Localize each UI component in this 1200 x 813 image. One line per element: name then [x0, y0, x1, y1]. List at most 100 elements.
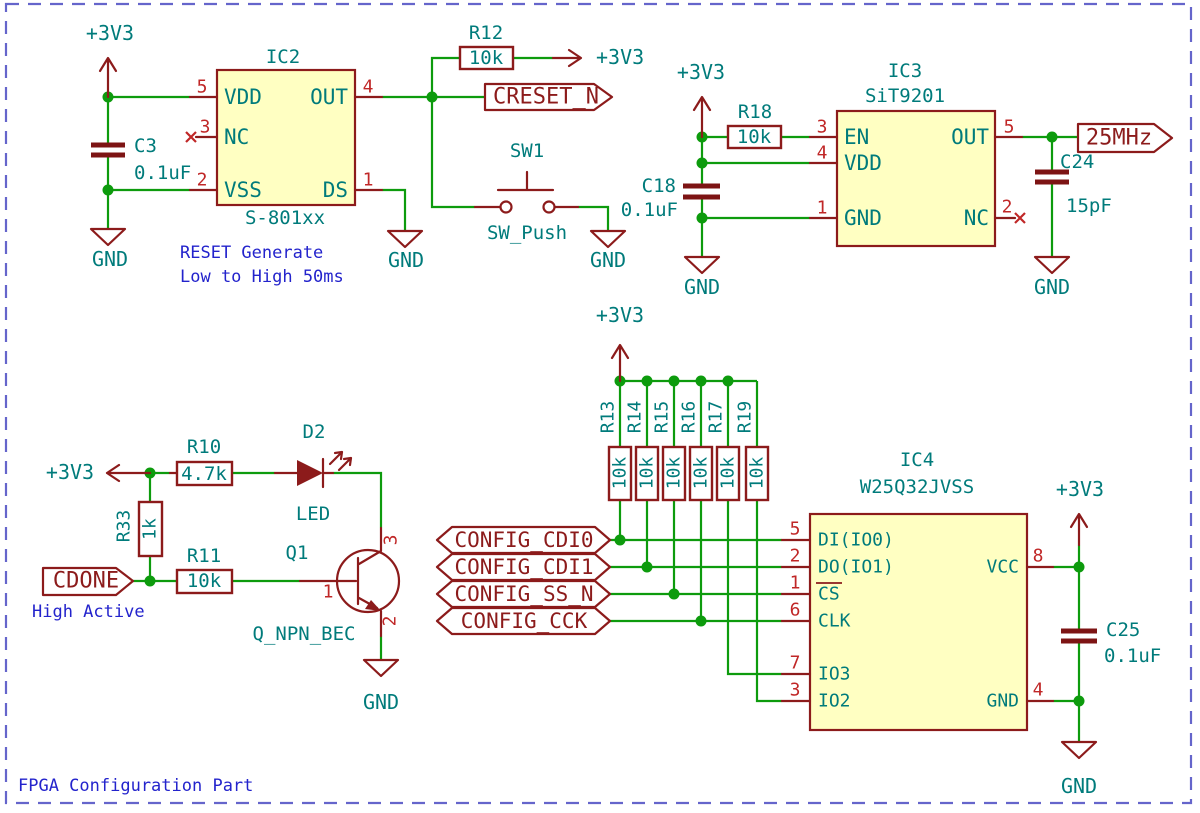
power-label: +3V3 — [86, 21, 134, 45]
resistor-r14[interactable]: R14 10k — [625, 401, 660, 502]
net-label-text: 25MHz — [1086, 126, 1152, 151]
gnd-label: GND — [388, 248, 424, 272]
pin-name: IO3 — [818, 664, 851, 685]
component-value: 0.1uF — [1104, 645, 1161, 667]
wire — [726, 500, 782, 676]
power-label: +3V3 — [46, 460, 94, 484]
power-flag-3v3[interactable]: +3V3 — [1056, 477, 1104, 547]
net-label-25mhz[interactable]: 25MHz — [1076, 122, 1174, 154]
junction-dot — [144, 575, 156, 587]
component-ic4[interactable]: IC4 W25Q32JVSS 5 2 1 6 7 3 8 4 DI(IO0) D… — [780, 449, 1055, 732]
gnd-label: GND — [363, 690, 399, 714]
component-value: 10k — [664, 457, 685, 490]
net-label-shape — [1076, 122, 1174, 154]
gnd-flag[interactable]: GND — [589, 229, 627, 272]
pin-name: OUT — [951, 125, 989, 149]
component-value: 10k — [718, 457, 739, 490]
transistor-collector-icon — [357, 526, 383, 566]
transistor-emitter-arrow-icon — [365, 600, 381, 611]
component-ref: R17 — [706, 401, 727, 434]
junction-dot — [696, 212, 708, 224]
component-ref: SW1 — [510, 140, 544, 162]
resistor-r10[interactable]: R10 4.7k — [168, 436, 234, 487]
diode-icon — [297, 460, 323, 486]
resistor-r19[interactable]: R19 10k — [735, 401, 770, 502]
net-label-config-cdi0[interactable]: CONFIG_CDI0 — [435, 525, 612, 555]
pin-name: EN — [844, 125, 869, 149]
gnd-flag[interactable]: GND — [362, 658, 400, 714]
transistor-q1[interactable]: 1 3 2 Q1 Q_NPN_BEC — [253, 526, 402, 645]
power-flag-3v3[interactable]: +3V3 — [677, 60, 725, 139]
pin-number: 3 — [381, 535, 402, 546]
gnd-label: GND — [684, 275, 720, 299]
component-ref: D2 — [303, 421, 326, 443]
net-label-text: CONFIG_SS_N — [454, 582, 593, 606]
resistor-r18[interactable]: R18 10k — [726, 101, 783, 150]
component-ref: C18 — [642, 175, 676, 197]
resistor-icon — [607, 445, 633, 502]
net-label-config-ss-n[interactable]: CONFIG_SS_N — [435, 579, 612, 609]
resistor-r12[interactable]: R12 10k — [458, 22, 515, 71]
component-ic2[interactable]: IC2 S-801xx 5 3 2 4 1 VDD NC VSS OUT DS — [185, 46, 384, 229]
resistor-r11[interactable]: R11 10k — [175, 545, 234, 595]
resistor-r17[interactable]: R17 10k — [706, 401, 741, 502]
switch-contact-icon — [542, 200, 556, 214]
gnd-icon — [683, 255, 721, 275]
net-label-shape — [435, 606, 612, 636]
pin-name: DO(IO1) — [818, 557, 894, 578]
block-spi-flash: +3V3 R13 10k R14 10k R15 10k R16 10k R17… — [435, 303, 1161, 798]
component-value: 0.1uF — [621, 199, 678, 221]
net-label-cdone[interactable]: CDONE — [41, 566, 135, 597]
junction-dot — [722, 375, 734, 387]
component-ref: R14 — [625, 401, 646, 434]
net-label-config-cck[interactable]: CONFIG_CCK — [435, 606, 612, 636]
wire — [333, 471, 383, 528]
ic-body — [808, 512, 1029, 732]
resistor-r33[interactable]: R33 1k — [114, 500, 164, 558]
resistor-icon — [726, 124, 783, 150]
junction-dot — [695, 615, 707, 627]
gnd-flag[interactable]: GND — [1033, 255, 1071, 299]
led-emission-arrows-icon — [328, 450, 353, 472]
note-reset-line1: RESET Generate — [180, 243, 323, 263]
power-flag-3v3[interactable]: +3V3 — [86, 21, 134, 99]
resistor-r16[interactable]: R16 10k — [679, 401, 714, 502]
power-flag-3v3[interactable]: +3V3 — [46, 460, 152, 484]
component-value: 10k — [747, 457, 768, 490]
resistor-r13[interactable]: R13 10k — [598, 401, 633, 502]
switch-sw1[interactable]: SW1 SW_Push — [473, 140, 580, 244]
power-flag-3v3[interactable]: +3V3 — [551, 45, 644, 69]
component-ref: IC4 — [900, 449, 934, 471]
gnd-flag[interactable]: GND — [1060, 740, 1098, 798]
capacitor-c25[interactable]: C25 0.1uF — [1061, 619, 1161, 667]
component-ref: R33 — [114, 510, 135, 543]
component-value: W25Q32JVSS — [860, 476, 974, 498]
gnd-icon — [1060, 740, 1098, 760]
power-flag-3v3[interactable]: +3V3 — [596, 303, 644, 383]
pin-number: 2 — [790, 546, 801, 567]
ic-body — [215, 68, 357, 207]
capacitor-c18[interactable]: C18 0.1uF — [621, 175, 720, 221]
net-label-config-cdi1[interactable]: CONFIG_CDI1 — [435, 552, 612, 582]
ic-body — [835, 109, 997, 248]
pin-line — [808, 135, 1024, 220]
gnd-flag[interactable]: GND — [89, 227, 128, 271]
resistor-icon — [688, 445, 714, 502]
component-ic3[interactable]: IC3 SiT9201 3 4 1 5 2 EN VDD GND OUT NC — [808, 60, 1026, 248]
pin-name: OUT — [310, 85, 348, 109]
power-arrow-icon — [551, 48, 583, 68]
gnd-label: GND — [590, 248, 626, 272]
note-reset-line2: Low to High 50ms — [180, 267, 344, 287]
block-led-driver: +3V3 R10 4.7k D2 LED R33 1k CDONE — [32, 421, 402, 714]
pin-number: 5 — [790, 519, 801, 540]
no-connect-icon — [185, 131, 197, 143]
net-label-creset-n[interactable]: CRESET_N — [483, 82, 614, 112]
led-d2[interactable]: D2 LED — [273, 421, 353, 525]
pin-name: CLK — [818, 611, 851, 632]
gnd-flag[interactable]: GND — [683, 255, 721, 299]
junction-dot — [102, 184, 114, 196]
gnd-flag[interactable]: GND — [386, 229, 424, 272]
capacitor-c24[interactable]: C24 15pF — [1035, 151, 1112, 217]
resistor-r15[interactable]: R15 10k — [652, 401, 687, 502]
capacitor-c3[interactable]: C3 0.1uF — [91, 135, 191, 184]
